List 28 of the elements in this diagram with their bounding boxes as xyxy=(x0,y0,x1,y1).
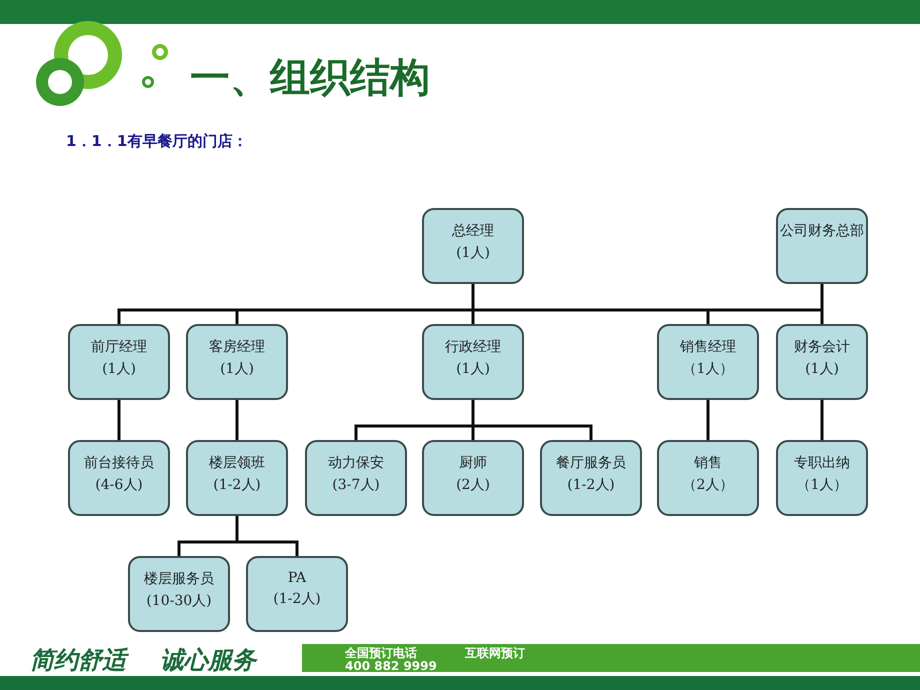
org-box: 销售 （2人） xyxy=(657,440,759,516)
slogan: 诚心服务 xyxy=(160,645,256,676)
org-box: PA (1-2人) xyxy=(246,556,348,632)
org-box: 厨师 (2人) xyxy=(422,440,524,516)
org-box: 楼层领班 (1-2人) xyxy=(186,440,288,516)
connector-line xyxy=(236,400,238,440)
org-box: 楼层服务员 (10-30人) xyxy=(128,556,230,632)
connector-line xyxy=(118,400,120,440)
org-box: 动力保安 (3-7人) xyxy=(305,440,407,516)
connector-line xyxy=(820,400,824,440)
org-box: 总经理 (1人) xyxy=(422,208,524,284)
connector-line xyxy=(706,400,710,440)
org-box: 公司财务总部 xyxy=(776,208,868,284)
org-box: 财务会计 (1人) xyxy=(776,324,868,400)
org-box: 餐厅服务员 (1-2人) xyxy=(540,440,642,516)
phone-label: 全国预订电话 xyxy=(345,645,417,661)
org-box: 前台接待员 (4-6人) xyxy=(68,440,170,516)
org-box: 行政经理 (1人) xyxy=(422,324,524,400)
org-box: 客房经理 (1人) xyxy=(186,324,288,400)
connector-line xyxy=(472,400,592,440)
subheading: 1．1．1有早餐厅的门店： xyxy=(66,132,248,151)
org-box: 专职出纳 （1人） xyxy=(776,440,868,516)
org-box: 前厅经理 (1人) xyxy=(68,324,170,400)
phone-number: 400 882 9999 xyxy=(345,659,437,673)
org-box: 销售经理 （1人） xyxy=(657,324,759,400)
booking-label: 互联网预订 xyxy=(465,645,525,662)
title: 一、组织结构 xyxy=(190,54,430,103)
connector-line xyxy=(236,516,298,556)
